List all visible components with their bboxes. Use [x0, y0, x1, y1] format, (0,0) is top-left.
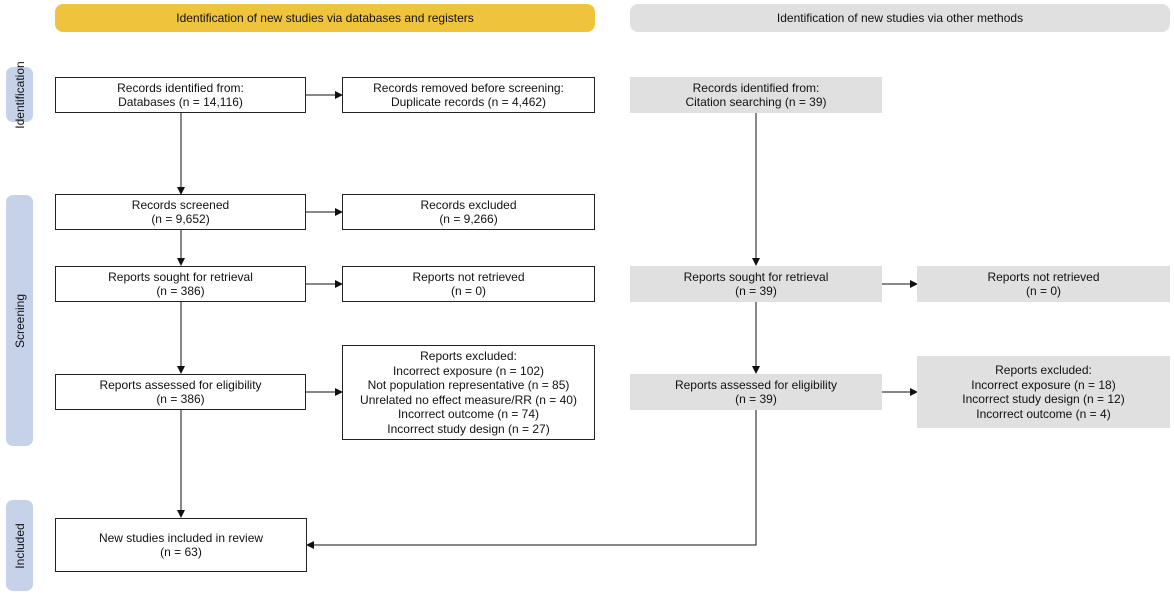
other-reports-excluded-line-0: Reports excluded: [995, 363, 1092, 377]
box-db-removed: Records removed before screening: Duplic… [342, 77, 595, 113]
db-assessed-line-0: Reports assessed for eligibility [99, 377, 262, 392]
box-db-screened: Records screened (n = 9,652) [55, 194, 306, 230]
db-excluded-line-1: (n = 9,266) [439, 212, 498, 226]
box-other-not-retrieved: Reports not retrieved (n = 0) [917, 266, 1170, 302]
phase-screening: Screening [6, 195, 33, 446]
db-reports-excluded-line-0: Reports excluded: [420, 349, 517, 363]
other-reports-excluded-line-2: Incorrect study design (n = 12) [962, 392, 1125, 406]
other-reports-excluded-line-3: Incorrect outcome (n = 4) [976, 406, 1111, 421]
db-removed-line-0: Records removed before screening: [373, 80, 564, 95]
header-other-methods: Identification of new studies via other … [630, 4, 1170, 32]
db-screened-line-0: Records screened [131, 197, 230, 212]
db-identified-line-1: Databases (n = 14,116) [118, 95, 243, 109]
phase-identification: Identification [6, 61, 33, 128]
db-excluded-line-0: Records excluded [420, 197, 517, 212]
db-not-retrieved-line-0: Reports not retrieved [412, 269, 525, 284]
box-other-reports-excluded: Reports excluded: Incorrect exposure (n … [917, 356, 1170, 428]
db-not-retrieved-line-1: (n = 0) [450, 284, 486, 298]
included-line-0: New studies included in review [98, 530, 264, 545]
other-sought-line-1: (n = 39) [735, 284, 777, 298]
other-not-retrieved-line-0: Reports not retrieved [987, 269, 1100, 284]
other-reports-excluded-line-1: Incorrect exposure (n = 18) [971, 377, 1116, 392]
db-assessed-line-1: (n = 386) [156, 392, 205, 406]
box-included: New studies included in review (n = 63) [55, 518, 307, 572]
db-reports-excluded-line-1: Incorrect exposure (n = 102) [392, 363, 545, 378]
box-db-not-retrieved: Reports not retrieved (n = 0) [342, 266, 595, 302]
header-databases-label: Identification of new studies via databa… [176, 11, 474, 25]
db-reports-excluded-line-2: Not population representative (n = 85) [367, 378, 570, 392]
db-reports-excluded-line-5: Incorrect study design (n = 27) [387, 421, 550, 436]
other-identified-line-0: Records identified from: [692, 80, 820, 95]
box-db-assessed: Reports assessed for eligibility (n = 38… [55, 374, 306, 410]
box-db-identified: Records identified from: Databases (n = … [55, 77, 306, 113]
box-other-identified: Records identified from: Citation search… [630, 77, 882, 113]
header-other-methods-label: Identification of new studies via other … [776, 11, 1024, 25]
other-identified-line-1: Citation searching (n = 39) [685, 95, 827, 109]
other-assessed-line-0: Reports assessed for eligibility [674, 377, 838, 392]
arrow-other-assessed-to-included [306, 410, 757, 549]
other-not-retrieved-line-1: (n = 0) [1025, 284, 1061, 298]
db-sought-line-1: (n = 386) [156, 284, 205, 298]
other-assessed-line-1: (n = 39) [735, 392, 777, 406]
db-screened-line-1: (n = 9,652) [151, 212, 210, 226]
db-reports-excluded-line-3: Unrelated no effect measure/RR (n = 40) [360, 392, 577, 407]
box-db-reports-excluded: Reports excluded: Incorrect exposure (n … [342, 345, 595, 440]
db-sought-line-0: Reports sought for retrieval [108, 269, 253, 284]
db-reports-excluded-line-4: Incorrect outcome (n = 74) [397, 407, 540, 421]
box-db-sought: Reports sought for retrieval (n = 386) [55, 266, 306, 302]
box-other-assessed: Reports assessed for eligibility (n = 39… [630, 374, 882, 410]
box-other-sought: Reports sought for retrieval (n = 39) [630, 266, 882, 302]
db-removed-line-1: Duplicate records (n = 4,462) [390, 95, 547, 109]
phase-included: Included [6, 500, 33, 591]
db-identified-line-0: Records identified from: [117, 80, 244, 95]
box-db-excluded: Records excluded (n = 9,266) [342, 194, 595, 230]
other-sought-line-0: Reports sought for retrieval [683, 269, 829, 284]
header-databases: Identification of new studies via databa… [55, 4, 595, 32]
included-line-1: (n = 63) [160, 545, 202, 559]
